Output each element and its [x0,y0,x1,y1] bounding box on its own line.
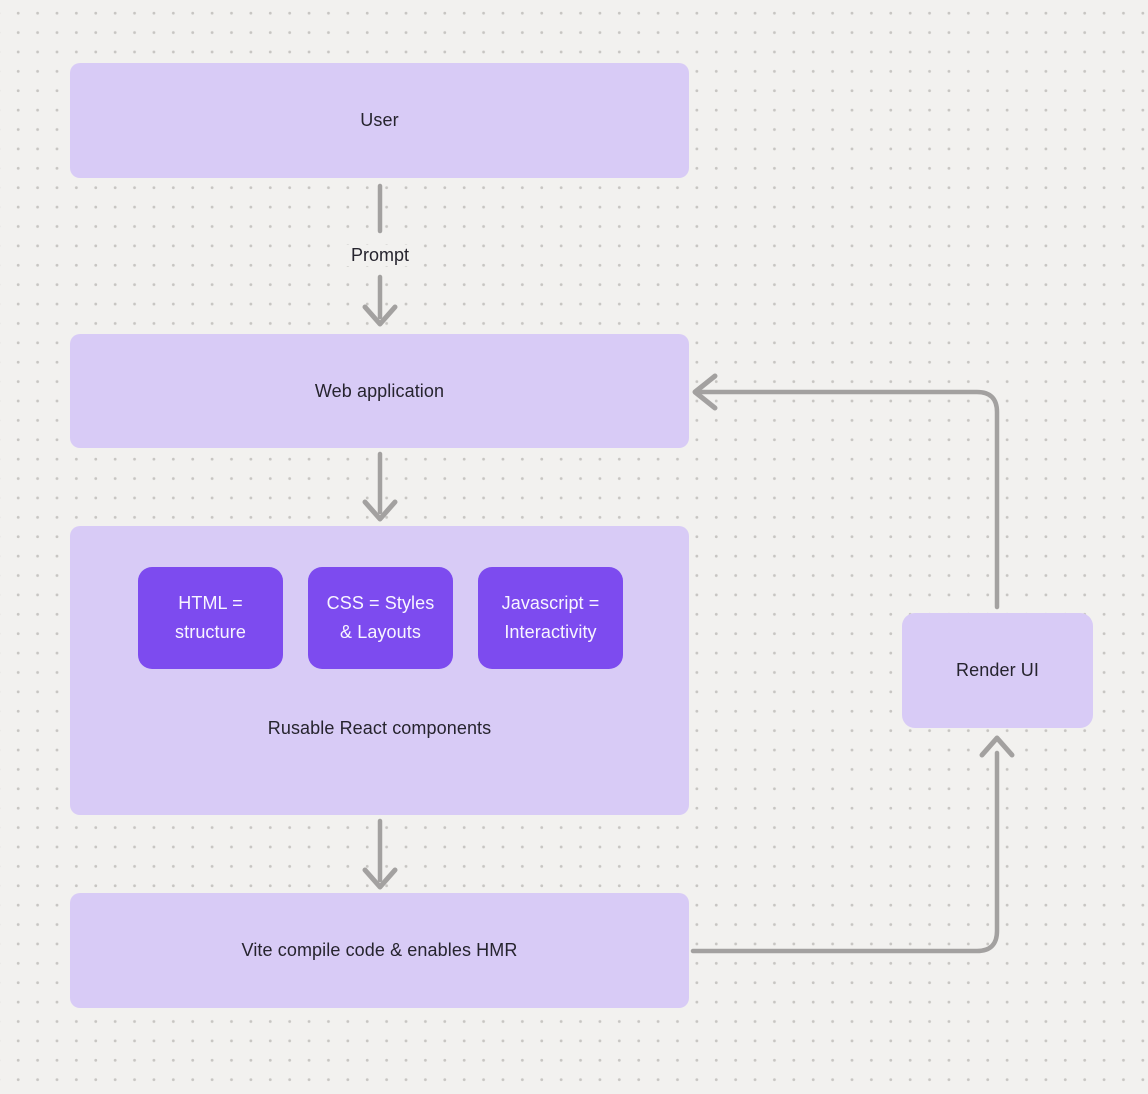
chip-javascript-label: Javascript = Interactivity [501,593,600,642]
node-web-application-label: Web application [314,380,445,401]
node-vite[interactable]: Vite compile code & enables HMR [70,893,689,1008]
node-web-application[interactable]: Web application [70,334,689,448]
node-render-ui-label: Render UI [956,660,1039,680]
chip-html-label: HTML = structure [175,593,246,642]
node-components-group[interactable]: HTML = structure CSS = Styles & Layouts … [70,526,689,815]
node-render-ui[interactable]: Render UI [902,613,1093,728]
connector-vite-to-render [690,750,1000,954]
chip-css-label: CSS = Styles & Layouts [326,593,435,642]
arrowhead-up-into-render-icon [979,735,1015,758]
connector-render-to-web [697,389,1000,610]
arrowhead-down-into-web-icon [362,304,398,327]
components-group-caption: Rusable React components [267,718,492,738]
node-vite-label: Vite compile code & enables HMR [241,940,518,960]
chip-javascript[interactable]: Javascript = Interactivity [478,567,623,669]
node-user-label: User [360,110,399,130]
components-chip-row: HTML = structure CSS = Styles & Layouts … [138,567,623,669]
node-user[interactable]: User [70,63,689,178]
edge-label-prompt: Prompt [345,245,415,266]
chip-html[interactable]: HTML = structure [138,567,283,669]
arrowhead-down-into-components-icon [362,499,398,522]
arrowhead-down-into-vite-icon [362,867,398,890]
chip-css[interactable]: CSS = Styles & Layouts [308,567,453,669]
arrowhead-left-into-web-icon [692,373,718,411]
